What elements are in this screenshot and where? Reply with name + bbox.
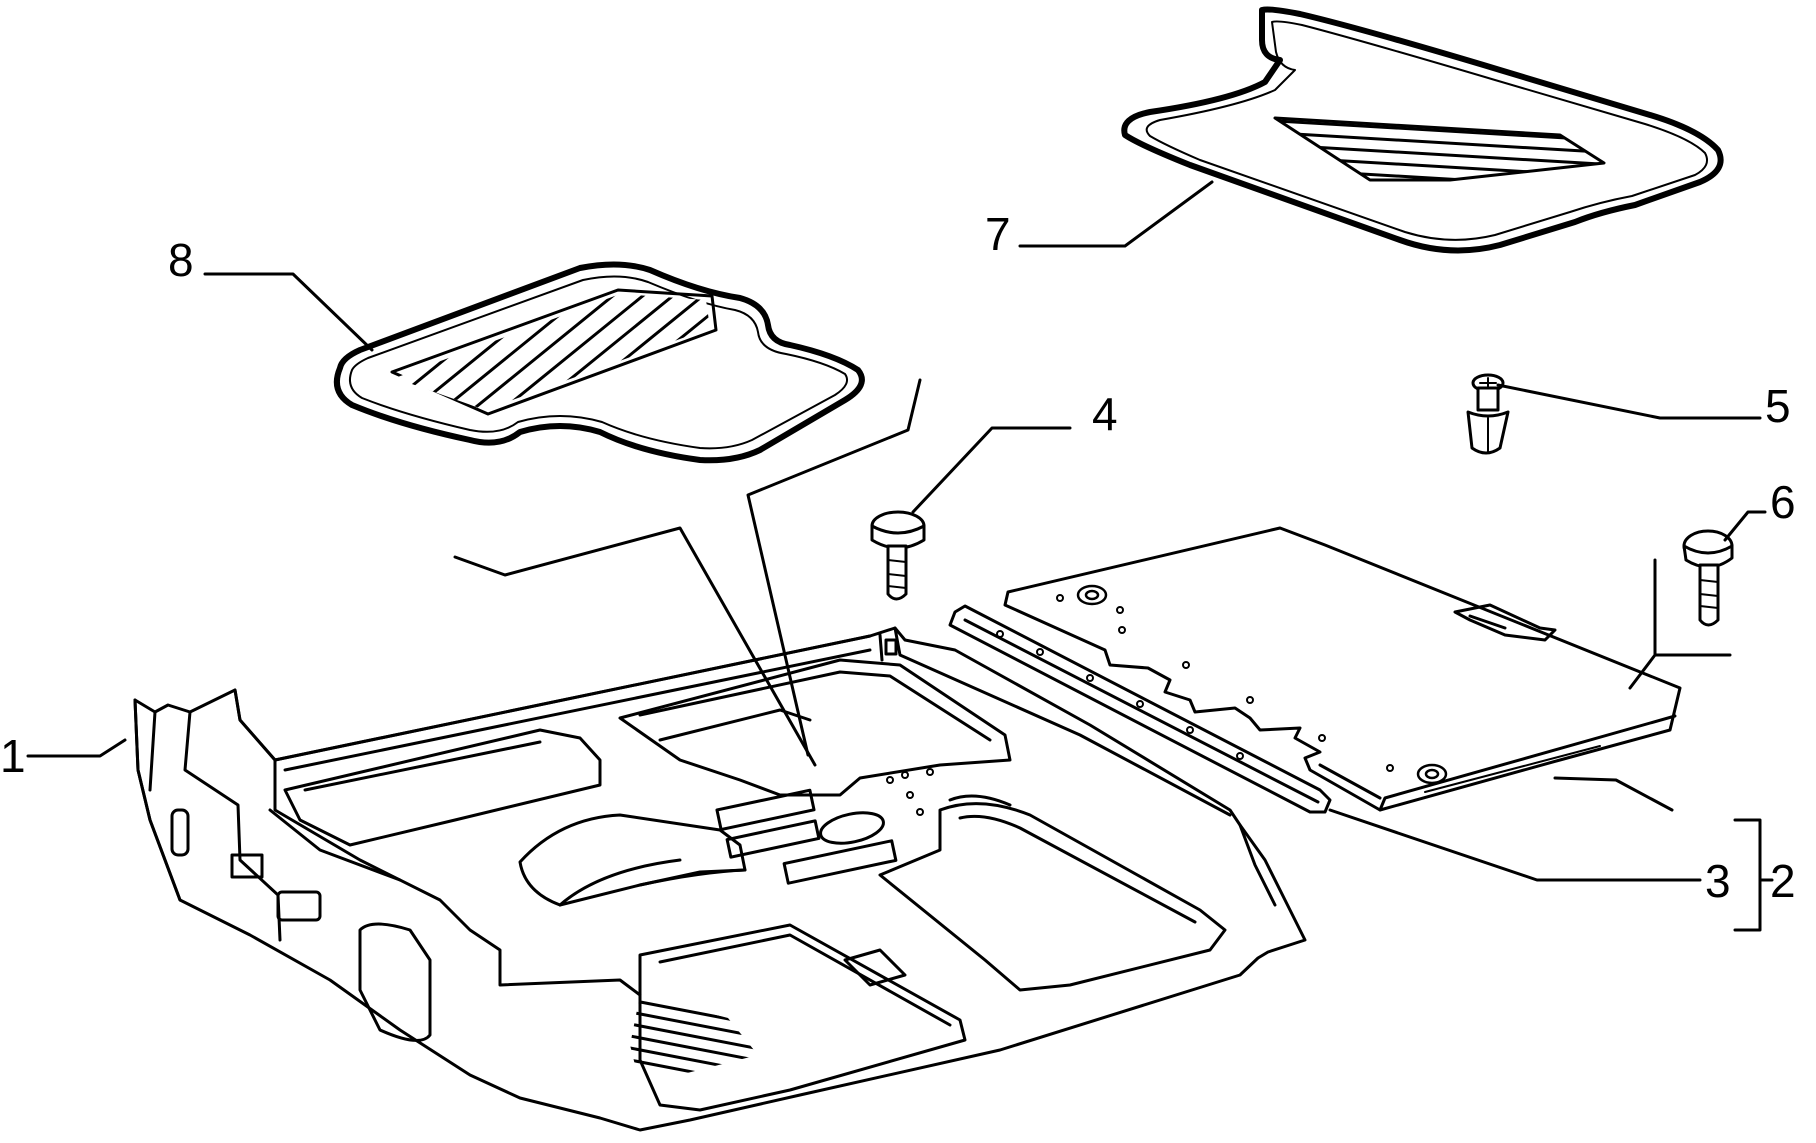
callout-4: 4 — [1092, 388, 1118, 440]
callout-3: 3 — [1705, 855, 1731, 907]
mat-7-hatch — [1275, 118, 1604, 180]
callout-labels: 1 2 3 4 5 6 7 8 — [0, 208, 1796, 907]
part-3-sill-strip — [948, 604, 1332, 814]
part-7-floor-mat — [1121, 6, 1724, 254]
leader-lines — [26, 180, 1774, 932]
part-5-screw-anchor — [1466, 373, 1510, 455]
part-2-board-panel — [1003, 526, 1682, 812]
part-8-floor-mat — [334, 261, 865, 464]
part-4-push-clip — [870, 510, 926, 601]
part-1-floor-pan — [133, 626, 1307, 1132]
callout-1: 1 — [0, 730, 26, 782]
part-6-push-clip — [1682, 529, 1734, 627]
callout-2: 2 — [1770, 855, 1796, 907]
callout-8: 8 — [168, 234, 194, 286]
callout-5: 5 — [1765, 380, 1791, 432]
callout-7: 7 — [985, 208, 1011, 260]
callout-6: 6 — [1770, 476, 1796, 528]
mat-8-hatch — [395, 294, 710, 410]
